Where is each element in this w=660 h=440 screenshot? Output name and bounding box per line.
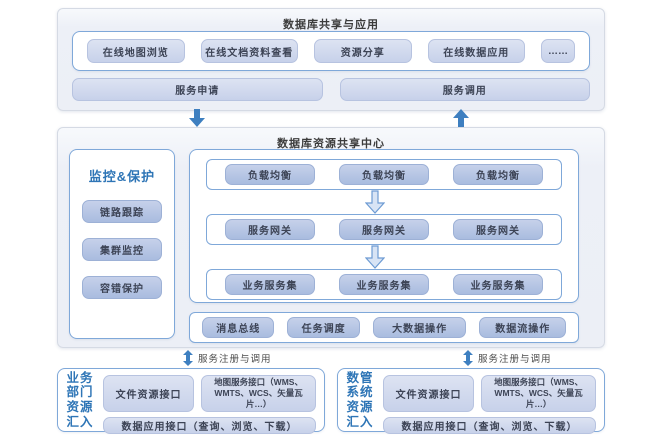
app-box-online-map: 在线地图浏览 (87, 39, 185, 63)
load-balancer-box: 负载均衡 (225, 164, 315, 185)
app-box-online-data: 在线数据应用 (427, 39, 525, 63)
top-panel-title: 数据库共享与应用 (283, 19, 379, 31)
double-arrow-icon (183, 350, 193, 366)
service-gateway-box: 服务网关 (225, 219, 315, 240)
down-arrow-icon (189, 109, 205, 127)
app-box-ellipsis: …… (541, 39, 575, 63)
service-request-box: 服务申请 (72, 78, 323, 101)
source-panel-data-mgmt-system: 数管 系统 资源 汇入 文件资源接口 地图服务接口（WMS、WMTS、WCS、矢… (337, 368, 605, 435)
file-resource-interface-box: 文件资源接口 (103, 375, 195, 413)
service-actions-row: 服务申请 服务调用 (72, 78, 590, 101)
monitor-box-link-trace: 链路跟踪 (82, 200, 162, 223)
file-resource-interface-box: 文件资源接口 (383, 375, 475, 413)
load-balancer-box: 负载均衡 (453, 164, 543, 185)
double-arrow-icon (463, 350, 473, 366)
service-gateway-box: 服务网关 (339, 219, 429, 240)
app-box-online-docs: 在线文档资料查看 (200, 39, 298, 63)
map-service-interface-box: 地图服务接口（WMS、WMTS、WCS、矢量瓦片…） (481, 375, 596, 413)
interface-top-row: 文件资源接口 地图服务接口（WMS、WMTS、WCS、矢量瓦片…） (103, 375, 316, 413)
business-service-set-box: 业务服务集 (453, 274, 543, 295)
registration-label: 服务注册与调用 (198, 354, 272, 365)
interface-top-row: 文件资源接口 地图服务接口（WMS、WMTS、WCS、矢量瓦片…） (383, 375, 596, 413)
monitor-box-fault-tolerance: 容错保护 (82, 276, 162, 299)
source-group-label: 数管 系统 资源 汇入 (346, 370, 374, 429)
interface-column: 文件资源接口 地图服务接口（WMS、WMTS、WCS、矢量瓦片…） 数据应用接口… (103, 375, 316, 435)
bus-box-message-bus: 消息总线 (202, 317, 275, 338)
data-application-interface-box: 数据应用接口（查询、浏览、下载） (103, 417, 316, 435)
map-service-interface-box: 地图服务接口（WMS、WMTS、WCS、矢量瓦片…） (201, 375, 316, 413)
monitor-protection-sidebar: 监控&保护 链路跟踪 集群监控 容错保护 (69, 149, 175, 339)
flow-down-arrow-icon (365, 245, 385, 269)
bus-box-task-scheduling: 任务调度 (287, 317, 360, 338)
app-box-resource-share: 资源分享 (314, 39, 412, 63)
up-arrow-icon (453, 109, 469, 127)
business-service-set-row: 业务服务集 业务服务集 业务服务集 (206, 269, 562, 300)
registration-link-left: 服务注册与调用 (183, 350, 272, 366)
bus-box-bigdata-ops: 大数据操作 (372, 317, 467, 338)
monitor-box-cluster-monitor: 集群监控 (82, 238, 162, 261)
load-balancer-row: 负载均衡 负载均衡 负载均衡 (206, 159, 562, 190)
interface-column: 文件资源接口 地图服务接口（WMS、WMTS、WCS、矢量瓦片…） 数据应用接口… (383, 375, 596, 435)
center-panel-title: 数据库资源共享中心 (277, 138, 385, 150)
business-service-set-box: 业务服务集 (339, 274, 429, 295)
load-balancer-box: 负载均衡 (339, 164, 429, 185)
top-panel-database-sharing: 数据库共享与应用 在线地图浏览 在线文档资料查看 资源分享 在线数据应用 …… … (57, 8, 605, 111)
center-panel-share-hub: 数据库资源共享中心 监控&保护 链路跟踪 集群监控 容错保护 负载均衡 负载均衡… (57, 127, 605, 348)
flow-down-arrow-icon (365, 190, 385, 214)
monitor-title: 监控&保护 (88, 169, 156, 184)
business-service-set-box: 业务服务集 (225, 274, 315, 295)
service-gateway-box: 服务网关 (453, 219, 543, 240)
data-application-interface-box: 数据应用接口（查询、浏览、下载） (383, 417, 596, 435)
service-gateway-row: 服务网关 服务网关 服务网关 (206, 214, 562, 245)
service-invoke-box: 服务调用 (339, 78, 590, 101)
applications-container: 在线地图浏览 在线文档资料查看 资源分享 在线数据应用 …… (72, 31, 590, 71)
service-stack-container: 负载均衡 负载均衡 负载均衡 服务网关 服务网关 服务网关 业务服务集 业务服务… (189, 149, 579, 303)
source-panel-business-dept: 业务 部门 资源 汇入 文件资源接口 地图服务接口（WMS、WMTS、WCS、矢… (57, 368, 325, 435)
registration-label: 服务注册与调用 (478, 354, 552, 365)
bus-strip-container: 消息总线 任务调度 大数据操作 数据流操作 (189, 312, 579, 343)
source-group-label: 业务 部门 资源 汇入 (66, 370, 94, 429)
registration-link-right: 服务注册与调用 (463, 350, 552, 366)
bus-box-dataflow-ops: 数据流操作 (479, 317, 566, 338)
